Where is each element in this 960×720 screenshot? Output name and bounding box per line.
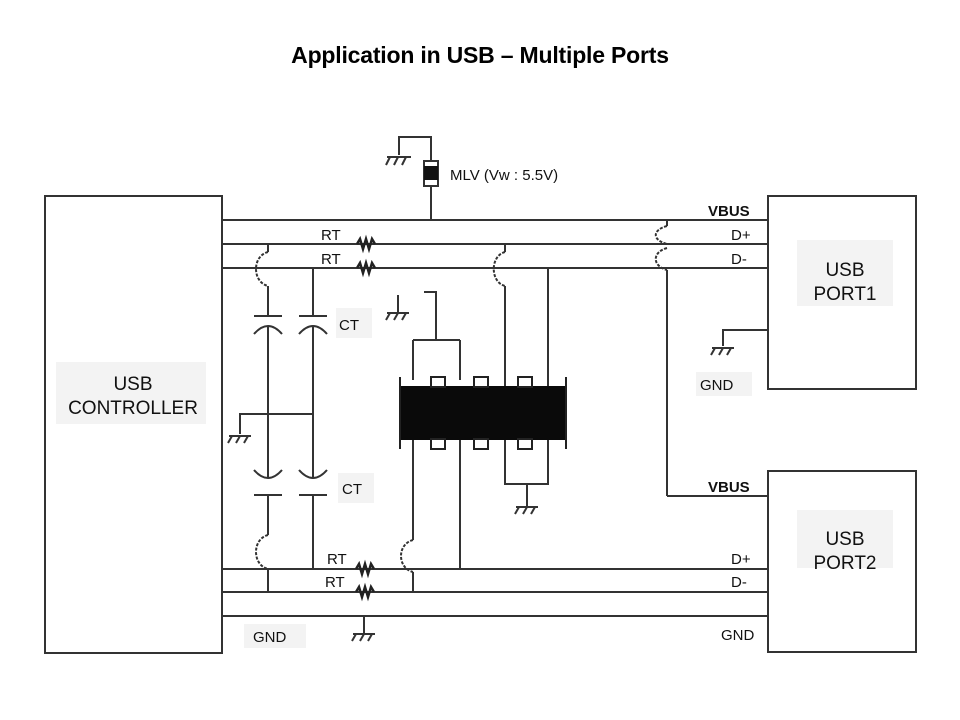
- slide-title: Application in USB – Multiple Ports: [291, 42, 669, 68]
- ct-label-1: CT: [339, 317, 359, 334]
- port1-label-line1: USB: [825, 260, 864, 281]
- gnd-label-bg: [696, 372, 752, 396]
- rt-label-1: RT: [321, 227, 341, 244]
- ct-label-bg: [338, 473, 374, 503]
- port1-label-line2: PORT1: [813, 284, 876, 305]
- ct-label-bg: [336, 308, 372, 338]
- usb-controller-box: [44, 195, 223, 654]
- port2-label-bg: [797, 510, 893, 568]
- vbus2-label: VBUS: [708, 479, 750, 496]
- ct-label-2: CT: [342, 481, 362, 498]
- mlv-core: [424, 166, 438, 180]
- port1-ground-wire: [722, 329, 768, 346]
- dminus1-label: D-: [731, 251, 747, 268]
- controller-label-bg: [56, 362, 206, 424]
- rt-label-3: RT: [327, 551, 347, 568]
- ground-icon: [514, 506, 538, 515]
- crossover-hop: [255, 534, 269, 570]
- port2-label-line1: USB: [825, 529, 864, 550]
- crossover-hop: [654, 225, 668, 245]
- gnd2-label: GND: [721, 627, 755, 644]
- rt-resistor-icon: [355, 234, 377, 254]
- ground-icon: [710, 347, 734, 356]
- port1-label-bg: [797, 240, 893, 306]
- capacitor-icon: [253, 469, 283, 479]
- gnd1-label: GND: [700, 377, 734, 394]
- rt-resistor-icon: [354, 582, 376, 602]
- rt-label-4: RT: [325, 574, 345, 591]
- crossover-hop: [654, 247, 668, 271]
- mlv-label: MLV (Vw : 5.5V): [450, 167, 558, 184]
- vbus1-label: VBUS: [708, 203, 750, 220]
- crossover-hop: [255, 251, 269, 287]
- rt-resistor-icon: [355, 258, 377, 278]
- crossover-hop: [400, 539, 414, 573]
- ground-icon: [227, 435, 251, 444]
- port2-label-line2: PORT2: [813, 553, 876, 574]
- rt-resistor-icon: [354, 559, 376, 579]
- capacitor-icon: [298, 469, 328, 479]
- dplus2-label: D+: [731, 551, 751, 568]
- ground-icon: [385, 156, 411, 166]
- mlv-lead-top: [398, 136, 432, 161]
- controller-label-line2: CONTROLLER: [68, 398, 198, 419]
- controller-label-line1: USB: [113, 374, 152, 395]
- rt-label-2: RT: [321, 251, 341, 268]
- ground-icon: [385, 312, 409, 321]
- ground-icon: [351, 633, 375, 642]
- array-top-lead: [424, 291, 437, 340]
- dminus2-label: D-: [731, 574, 747, 591]
- cap-ground-wire: [239, 413, 268, 434]
- dplus1-label: D+: [731, 227, 751, 244]
- gnd-label-bg: [244, 624, 306, 648]
- gnd-controller-label: GND: [253, 629, 287, 646]
- tvs-array-icon: [399, 376, 567, 450]
